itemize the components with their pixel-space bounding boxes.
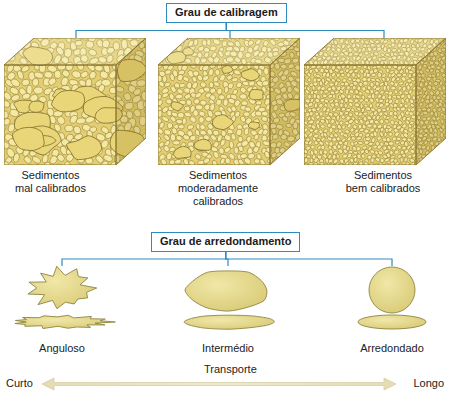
sediment-cube: [158, 38, 300, 165]
node-label: Sedimentos bem calibrados: [344, 169, 422, 195]
heading-text: Grau de calibragem: [175, 6, 278, 19]
node-label: Anguloso: [7, 342, 117, 355]
axis-label: Transporte: [204, 363, 257, 376]
tree-connector: [226, 252, 392, 266]
tree-connector: [62, 252, 226, 266]
sediment-block: Sedimentos moderadamente calibrados: [158, 38, 300, 208]
tree-connector: [226, 23, 384, 38]
sediment-cube: [304, 38, 446, 165]
sediment-block: Sedimentos mal calibrados: [4, 38, 146, 195]
grain-figure: [173, 266, 283, 338]
node-label: Intermédio: [173, 342, 283, 355]
node-label: Sedimentos moderadamente calibrados: [168, 169, 268, 208]
sediment-cube: [4, 38, 146, 165]
heading-box: Grau de calibragem: [166, 3, 287, 23]
heading-text: Grau de arredondamento: [160, 235, 291, 248]
node-label: Sedimentos mal calibrados: [13, 169, 88, 195]
axis-label: Longo: [413, 377, 444, 390]
axis-label: Curto: [6, 377, 33, 390]
grain-shape: Intermédio: [173, 266, 283, 355]
tree-connector: [76, 23, 226, 38]
node-label: Arredondado: [337, 342, 447, 355]
grain-figure: [7, 266, 117, 338]
grain-shape: Arredondado: [337, 266, 447, 355]
transport-arrow-shape: [42, 378, 396, 390]
grain-shape: Anguloso: [7, 266, 117, 355]
grain-figure: [337, 266, 447, 338]
heading-box: Grau de arredondamento: [151, 232, 300, 252]
sediment-block: Sedimentos bem calibrados: [304, 38, 446, 195]
